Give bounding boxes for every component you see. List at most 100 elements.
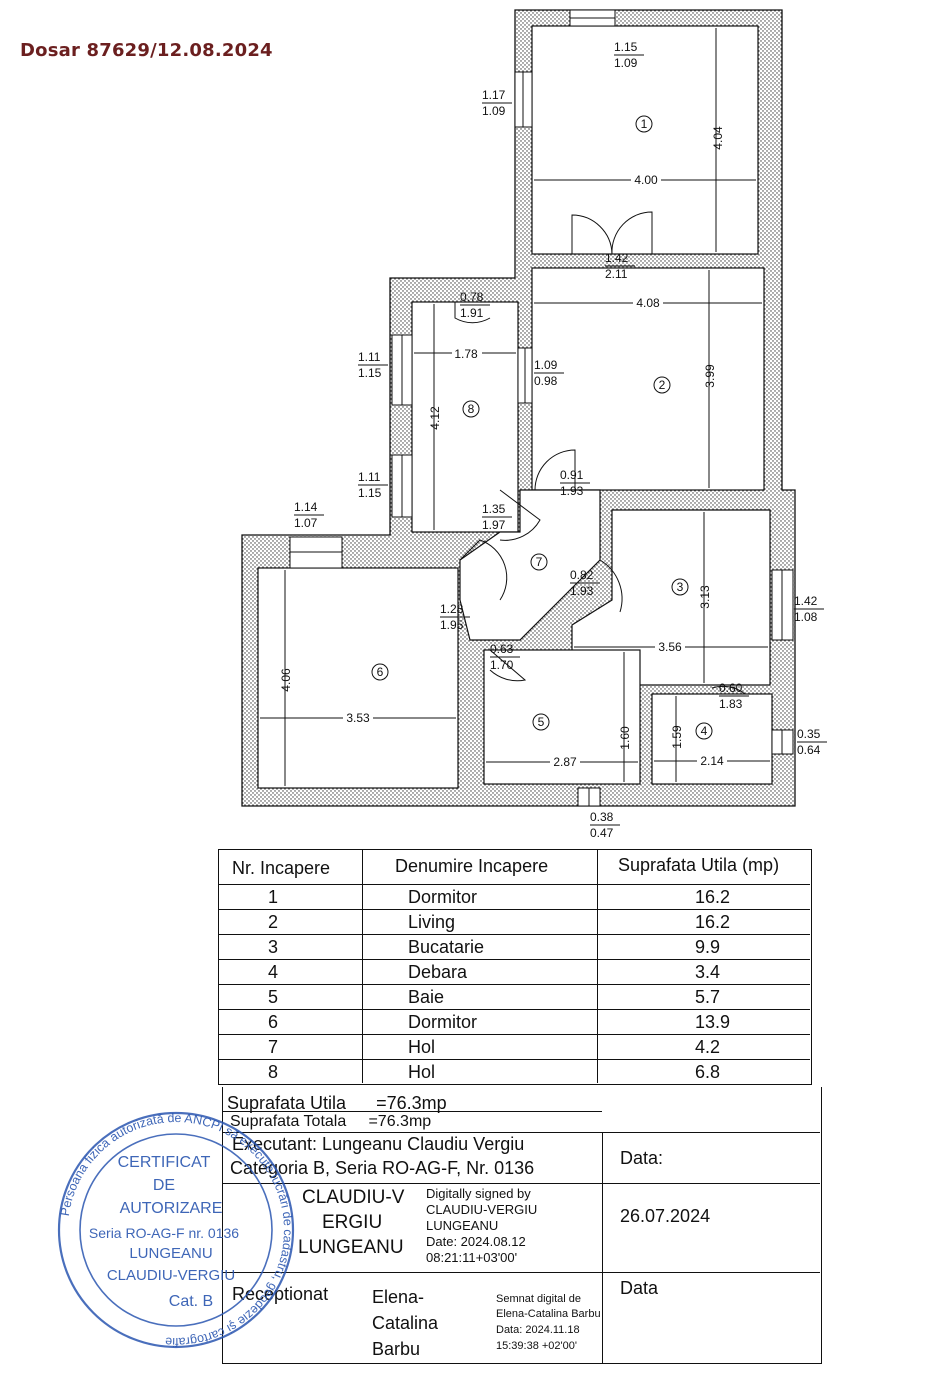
table-row-divider [218,984,810,985]
row-number: 8 [268,1062,279,1082]
room-number-6: 6 [377,665,384,679]
sig1-info-4: Date: 2024.08.12 [426,1234,526,1249]
sig1-name-3: LUNGEANU [298,1237,404,1258]
opening-label-bottom: 1.08 [794,610,818,624]
opening-label-bottom: 1.07 [294,516,318,530]
sig2-info-4: 15:39:38 +02'00' [496,1340,577,1352]
stamp-line-1: CERTIFICAT [118,1154,211,1171]
row-number: 3 [268,937,279,957]
room-4-length: 1.59 [670,725,684,749]
room-2-width: 4.08 [636,296,660,310]
room-number-4: 4 [701,724,708,738]
receptionat-name-3: Barbu [372,1339,421,1359]
stamp-line-7: Cat. B [169,1293,213,1310]
walls [241,9,796,807]
receptionat-name-1: Elena- [372,1287,425,1307]
room-6-width: 3.53 [346,711,370,725]
receptionat-label: Receptionat [232,1284,329,1304]
room-number-3: 3 [677,580,684,594]
table-row-divider [218,1009,810,1010]
opening-label-top: 1.11 [358,350,381,364]
opening-label-top: 0.63 [490,642,514,656]
room-1-width: 4.00 [634,173,658,187]
opening-label-bottom: 1.91 [460,306,484,320]
sig1-info-3: LUNGEANU [426,1218,499,1233]
row-name: Debara [408,962,468,982]
sig2-info-3: Data: 2024.11.18 [496,1324,580,1336]
data-value: 26.07.2024 [620,1206,711,1226]
room-8-width: 1.78 [454,347,478,361]
header-denumire: Denumire Incapere [395,856,549,876]
room-number-1: 1 [641,117,648,131]
opening-label-top: 1.09 [534,358,558,372]
table-header-divider [218,884,810,885]
opening-label-bottom: 1.09 [614,56,638,70]
row-number: 2 [268,912,279,932]
table-row-divider [218,959,810,960]
table-row-divider [218,1034,810,1035]
room-number-8: 8 [468,402,475,416]
opening-label-bottom: 1.09 [482,104,506,118]
opening-label-top: 1.28 [440,602,464,616]
row-area: 16.2 [695,912,731,932]
row-area: 4.2 [695,1037,721,1057]
row-area: 9.9 [695,937,721,957]
opening-label-bottom: 0.47 [590,826,614,840]
opening-label-top: 1.15 [614,40,638,54]
row-number: 5 [268,987,279,1007]
sig2-info-1: Semnat digital de [496,1293,581,1305]
sig1-info-1: Digitally signed by [426,1186,531,1201]
header-nr: Nr. Incapere [232,858,331,878]
stamp-line-3: AUTORIZARE [120,1200,223,1217]
receptionat-name-2: Catalina [372,1313,439,1333]
row-name: Hol [408,1037,436,1057]
room-number-5: 5 [538,715,545,729]
opening-label-bottom: 1.93 [570,584,594,598]
authorization-stamp: Persoana fizica autorizată de ANCPI să e… [57,1111,295,1349]
room-2-length: 3.99 [703,364,717,388]
row-area: 16.2 [695,887,731,907]
executant-category: Categoria B, Seria RO-AG-F, Nr. 0136 [230,1158,535,1178]
row-area: 3.4 [695,962,721,982]
opening-label-top: 1.14 [294,500,318,514]
data-label: Data: [620,1148,664,1168]
opening-label-top: 1.35 [482,502,506,516]
room-1-length: 4.04 [711,126,725,150]
opening-label-bottom: 0.64 [797,743,821,757]
sig1-name-2: ERGIU [322,1212,383,1233]
sig1-name-1: CLAUDIU-V [302,1187,405,1208]
sig1-info-2: CLAUDIU-VERGIU [426,1202,538,1217]
row-number: 7 [268,1037,279,1057]
opening-label-top: 1.42 [794,594,818,608]
sig1-info-5: 08:21:11+03'00' [426,1250,518,1265]
file-number: Dosar 87629/12.08.2024 [20,40,273,61]
room-number-7: 7 [536,555,543,569]
opening-label-top: 1.42 [605,251,629,265]
row-area: 5.7 [695,987,721,1007]
table-row-divider [218,934,810,935]
row-number: 1 [268,887,279,907]
opening-label-top: 1.17 [482,88,506,102]
opening-label-bottom: 1.15 [358,366,382,380]
row-name: Dormitor [408,887,478,907]
room-4-width: 2.14 [700,754,724,768]
row-name: Dormitor [408,1012,478,1032]
room-8-length: 4.12 [428,406,442,430]
table-row-divider [218,909,810,910]
opening-label-top: 0.78 [460,290,484,304]
opening-label-top: 0.60 [719,681,743,695]
floor-plan: 1 2 3 4 5 6 7 8 4.00 4.04 4.08 3.99 1.78… [241,9,827,840]
opening-label-top: 0.91 [560,468,584,482]
row-area: 13.9 [695,1012,731,1032]
sig2-info-2: Elena-Catalina Barbu [496,1308,601,1320]
row-area: 6.8 [695,1062,721,1082]
opening-label-bottom: 1.70 [490,658,514,672]
suprafata-totala: Suprafata Totala =76.3mp [230,1113,432,1130]
executant-name: Executant: Lungeanu Claudiu Vergiu [232,1134,525,1154]
stamp-line-2: DE [153,1177,175,1194]
table-row-divider [218,1059,810,1060]
room-numbers [371,115,713,740]
opening-label-top: 0.35 [797,727,821,741]
row-name: Living [408,912,456,932]
opening-label-bottom: 1.93 [560,484,584,498]
